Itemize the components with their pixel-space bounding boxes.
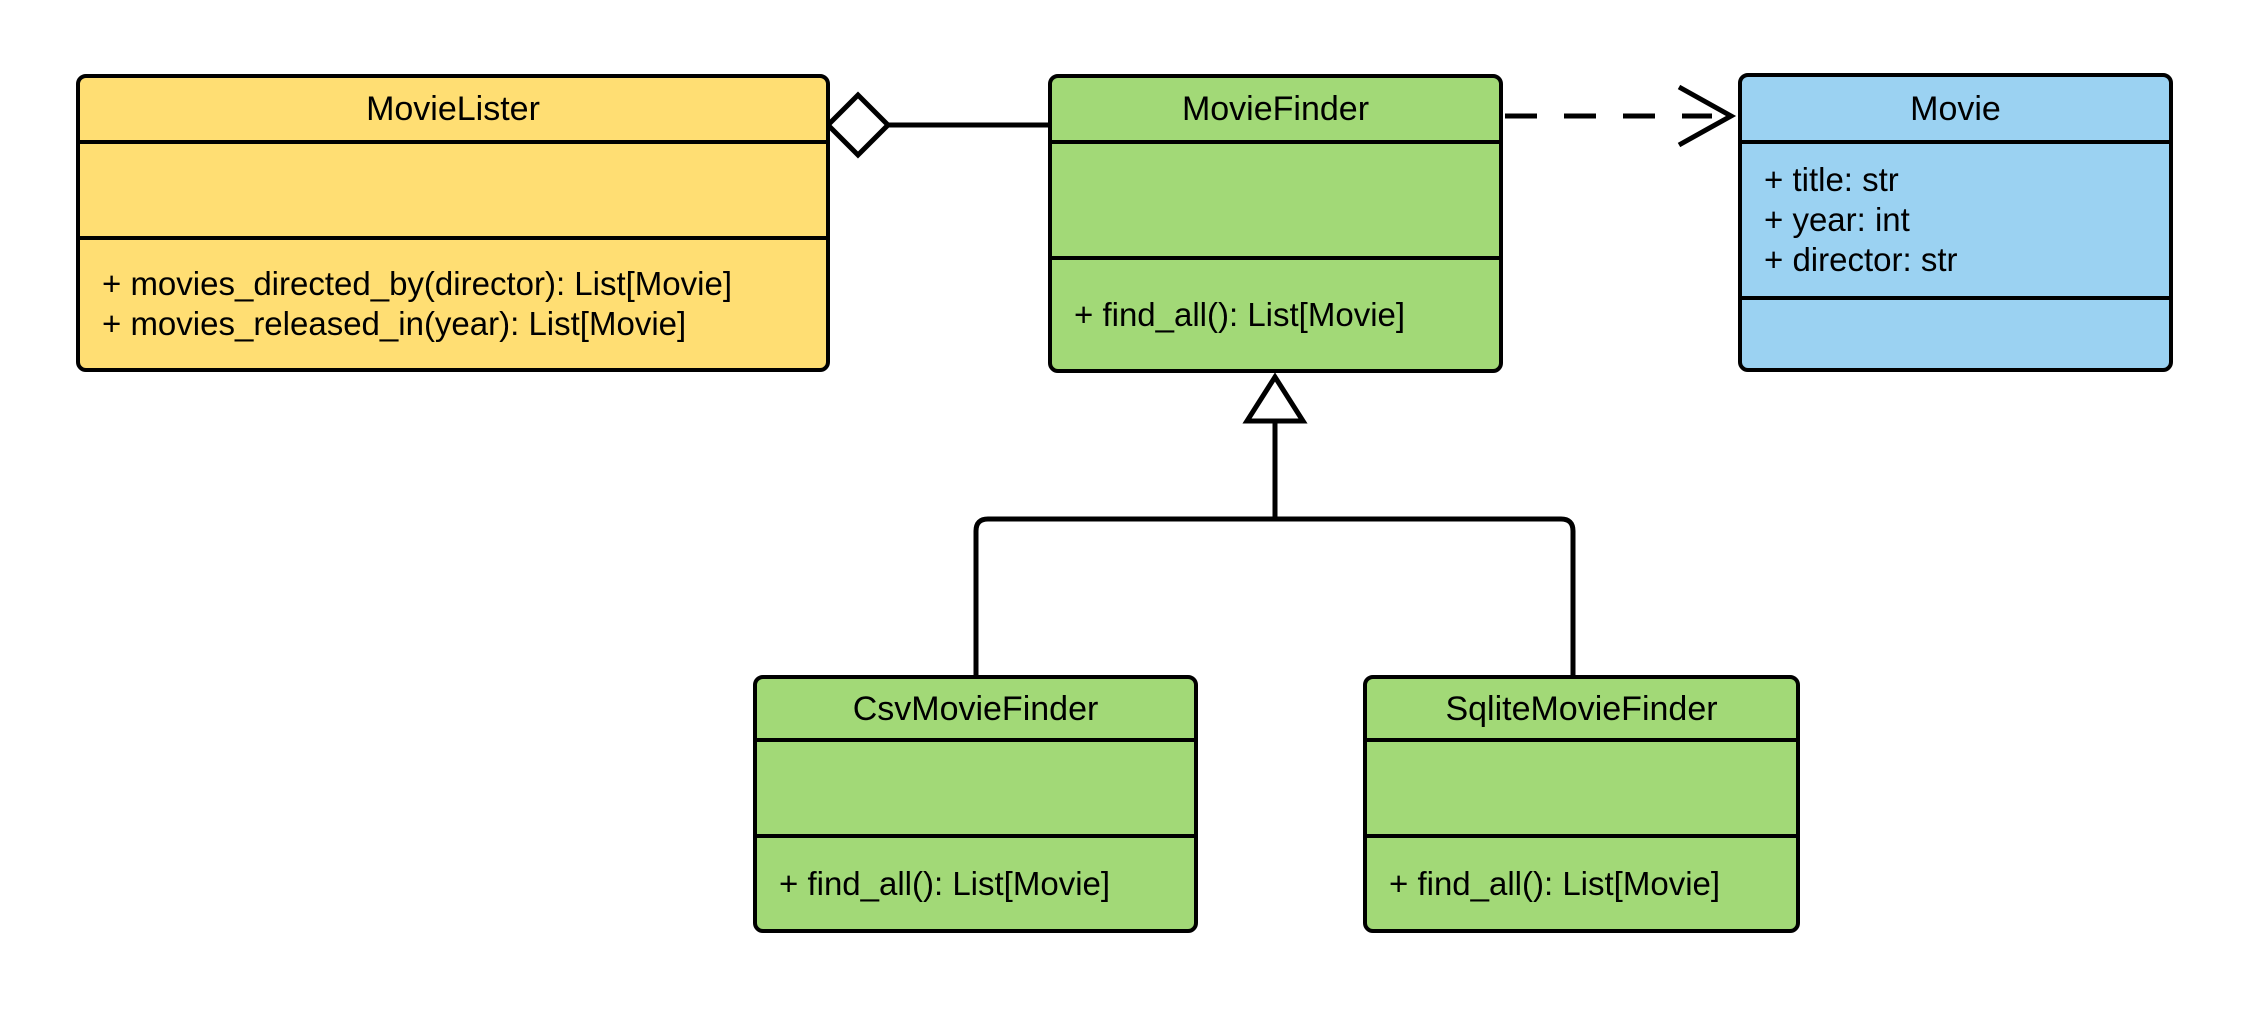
class-methods-compartment: + find_all(): List[Movie] (1367, 838, 1796, 929)
class-name: CsvMovieFinder (757, 679, 1194, 742)
aggregation-diamond-icon (824, 91, 892, 159)
class-attributes-compartment: + title: str + year: int + director: str (1742, 144, 2169, 300)
class-attributes-compartment (80, 144, 826, 240)
class-name: MovieFinder (1052, 78, 1499, 144)
method-item: + find_all(): List[Movie] (1074, 295, 1406, 333)
class-attributes-compartment (757, 742, 1194, 838)
aggregation-connector-movielister-moviefinder (824, 91, 1048, 159)
class-name: SqliteMovieFinder (1367, 679, 1796, 742)
class-name: Movie (1742, 77, 2169, 144)
class-box-movielister: MovieLister + movies_directed_by(directo… (76, 74, 830, 372)
class-box-movie: Movie + title: str + year: int + directo… (1738, 73, 2173, 372)
class-box-csvmoviefinder: CsvMovieFinder + find_all(): List[Movie] (753, 675, 1198, 933)
generalization-connector (973, 372, 1576, 675)
generalization-branch (973, 516, 1576, 675)
class-attributes-compartment (1052, 144, 1499, 260)
class-methods-compartment: + find_all(): List[Movie] (1052, 260, 1499, 369)
dependency-arrowhead-icon (1677, 84, 1737, 148)
class-name: MovieLister (80, 78, 826, 144)
class-methods-compartment: + movies_directed_by(director): List[Mov… (80, 240, 826, 368)
attribute-item: + year: int (1764, 201, 1910, 238)
method-item: + movies_directed_by(director): List[Mov… (102, 265, 732, 302)
class-box-sqlitemoviefinder: SqliteMovieFinder + find_all(): List[Mov… (1363, 675, 1800, 933)
method-item: + find_all(): List[Movie] (779, 864, 1111, 902)
dependency-connector-moviefinder-movie (1505, 84, 1737, 148)
method-item: + movies_released_in(year): List[Movie] (102, 305, 687, 342)
class-attributes-compartment (1367, 742, 1796, 838)
class-box-moviefinder: MovieFinder + find_all(): List[Movie] (1048, 74, 1503, 373)
class-methods-compartment: + find_all(): List[Movie] (757, 838, 1194, 929)
attribute-item: + title: str (1764, 161, 1899, 198)
generalization-triangle-icon (1242, 372, 1308, 424)
class-methods-compartment (1742, 300, 2169, 368)
method-item: + find_all(): List[Movie] (1389, 864, 1721, 902)
attribute-item: + director: str (1764, 241, 1958, 278)
